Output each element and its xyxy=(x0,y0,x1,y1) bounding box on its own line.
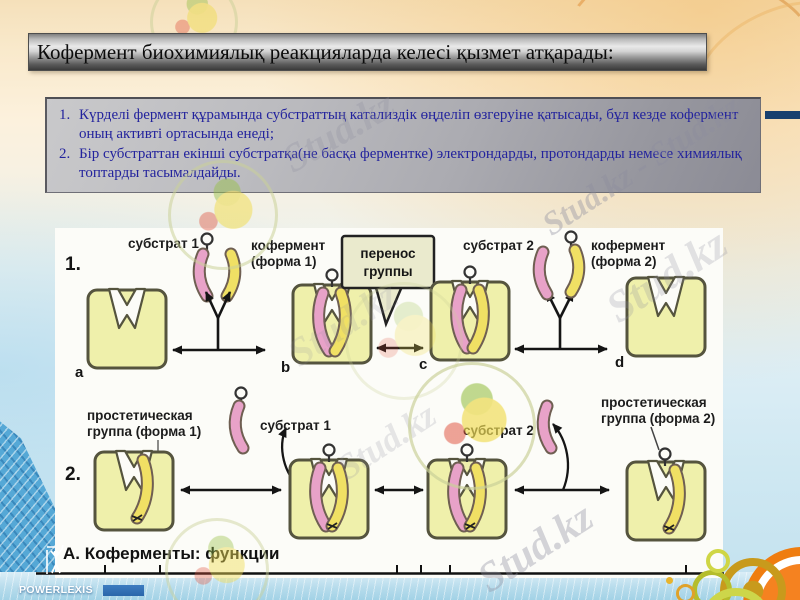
footer-logo: POWERLEXIS xyxy=(12,544,100,596)
diagram-panel: 1. субстрат 1 кофермент (форма 1) a b xyxy=(55,228,723,578)
coenzyme2-label: (форма 2) xyxy=(591,254,657,269)
enzyme-box-row2-c xyxy=(428,459,506,538)
diagram-row2-number: 2. xyxy=(65,464,81,485)
content-box: 1. Күрделі фермент құрамында субстраттың… xyxy=(45,97,761,193)
substrate-shape xyxy=(543,406,551,448)
enzyme-box-c xyxy=(431,281,509,360)
substrate1-label: субстрат 1 xyxy=(128,236,199,251)
item-text: Күрделі фермент құрамында субстраттың ка… xyxy=(79,107,739,142)
box-letter-d: d xyxy=(615,354,624,371)
coenzyme-diagram: 1. субстрат 1 кофермент (форма 1) a b xyxy=(63,230,715,563)
coenzyme-shape xyxy=(227,254,235,296)
enzyme-box-prosthetic1 xyxy=(95,451,173,530)
slide-number-box xyxy=(103,585,144,596)
prosthetic2-label: простетическая xyxy=(601,395,707,410)
enzyme-box-b xyxy=(293,284,371,363)
branch-arrow xyxy=(545,291,575,349)
page-title: Кофермент биохимиялық реакцияларда келес… xyxy=(37,39,614,64)
prosthetic2-label: группа (форма 2) xyxy=(601,411,715,426)
powerlexis-label: POWERLEXIS xyxy=(18,584,93,596)
list-item: 2. Бір субстраттан екінші субстратқа(не … xyxy=(59,145,750,182)
substrate1-label-row2: субстрат 1 xyxy=(260,418,331,433)
item-number: 2. xyxy=(59,146,71,163)
box-letter-c: c xyxy=(419,356,427,373)
bubble-label: группы xyxy=(363,264,412,279)
substrate-shape xyxy=(199,254,207,296)
coenzyme2-label: кофермент xyxy=(591,238,666,253)
substrate2-label-row2: субстрат 2 xyxy=(463,423,534,438)
substrate-shape xyxy=(539,252,547,294)
enzyme-box-d xyxy=(625,275,707,358)
box-letter-b: b xyxy=(281,359,290,376)
substrate2-label: субстрат 2 xyxy=(463,238,534,253)
accent-line xyxy=(765,111,800,119)
item-text: Бір субстраттан екінші субстратқа(не бас… xyxy=(79,146,742,181)
title-bar: Кофермент биохимиялық реакцияларда келес… xyxy=(28,33,707,71)
prosthetic1-label: группа (форма 1) xyxy=(87,424,201,439)
curved-arrow xyxy=(552,423,570,491)
enzyme-box-prosthetic2 xyxy=(627,461,705,540)
substrate-shape xyxy=(235,406,243,448)
enzyme-box-a xyxy=(86,287,168,370)
coenzyme1-label: (форма 1) xyxy=(251,254,317,269)
coenzyme1-label: кофермент xyxy=(251,238,326,253)
powerlexis-figure-icon xyxy=(46,544,64,574)
bubble-label: перенос xyxy=(360,246,416,261)
box-letter-a: a xyxy=(75,364,84,381)
branch-arrow xyxy=(204,291,232,350)
prosthetic1-label: простетическая xyxy=(87,408,193,423)
item-number: 1. xyxy=(59,107,71,123)
coenzyme-shape xyxy=(571,250,579,292)
enzyme-box-row2-b xyxy=(290,459,368,538)
list-item: 1. Күрделі фермент құрамында субстраттың… xyxy=(59,106,750,143)
label-lead-line xyxy=(650,426,660,451)
diagram-row1-number: 1. xyxy=(65,254,81,275)
